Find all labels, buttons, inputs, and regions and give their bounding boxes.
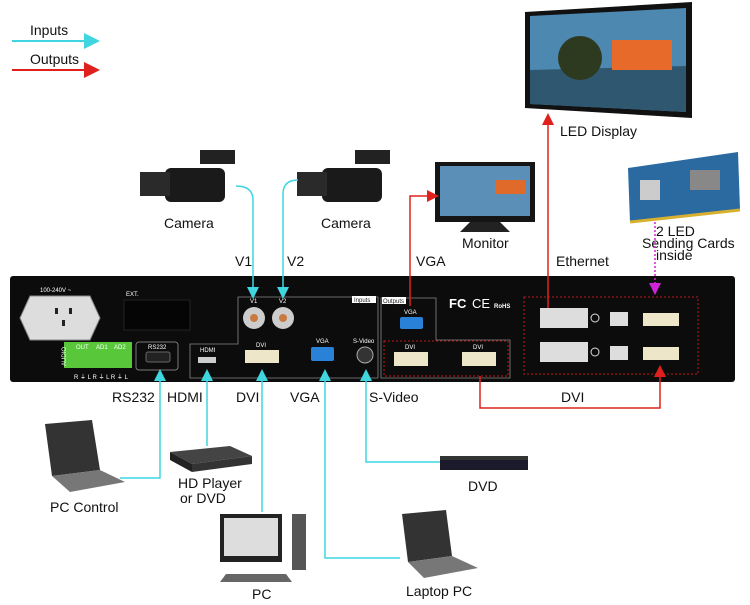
rohs-logo: RoHS [494, 304, 510, 310]
v2-label: V2 [287, 253, 304, 269]
power-label: 100-240V ~ [40, 288, 72, 294]
ethernet-port-1 [540, 308, 588, 328]
dvi-out-label: DVI [561, 389, 584, 405]
dvi-in-label: DVI [236, 389, 259, 405]
rs232-label: RS232 [112, 389, 155, 405]
monitor-label: Monitor [462, 235, 509, 251]
cards-label-2: Sending Cards [642, 235, 735, 251]
dvd-label: DVD [468, 478, 498, 494]
camera-2-label: Camera [321, 215, 371, 231]
v1-port-label: V1 [250, 299, 258, 305]
vga-in-label: VGA [290, 389, 320, 405]
v2-port-label: V2 [279, 299, 287, 305]
vga-out-port [400, 317, 423, 329]
outputs-group-label: Outputs [383, 299, 404, 305]
pc [220, 514, 306, 582]
hdmi-port-label: HDMI [200, 348, 216, 354]
hdmi-port [198, 357, 216, 363]
legend: Inputs Outputs [12, 22, 100, 78]
vga-out-label: VGA [416, 253, 446, 269]
camera-1 [140, 150, 235, 202]
ext-label: EXT. [126, 292, 139, 298]
audio-ad2-label: AD2 [114, 345, 126, 351]
hd-player-label-1: HD Player [178, 475, 242, 491]
pc-label: PC [252, 586, 271, 602]
sending-card [628, 152, 741, 224]
hd-player-label-2: or DVD [180, 490, 226, 506]
legend-outputs: Outputs [30, 51, 79, 67]
legend-inputs: Inputs [30, 22, 68, 38]
pc-control-label: PC Control [50, 499, 118, 515]
dvi-out-port-2 [462, 352, 496, 366]
led-display [525, 2, 692, 118]
out-vga-label: VGA [404, 310, 417, 316]
svideo-port [356, 346, 374, 364]
rs232-port-label: RS232 [148, 345, 167, 351]
out-dvi2-label: DVI [473, 345, 483, 351]
dvd-player [440, 456, 528, 470]
input-lines [120, 179, 440, 559]
svideo-label: S-Video [369, 389, 419, 405]
out-dvi1-label: DVI [405, 345, 415, 351]
led-display-label: LED Display [560, 123, 637, 139]
vga-in-port [311, 347, 334, 361]
ethernet-label: Ethernet [556, 253, 609, 269]
dvi-in-port [245, 350, 279, 363]
ethernet-port-2 [540, 342, 588, 362]
dvi-port-label: DVI [256, 343, 266, 349]
card-dvi-port-2 [643, 347, 679, 360]
audio-pins: R ⏚ L R ⏚ L R ⏚ L [74, 374, 129, 381]
camera-2 [297, 150, 390, 202]
audio-label: AUDIO [62, 347, 68, 366]
hd-player [170, 446, 252, 472]
pc-control-laptop [45, 420, 125, 492]
inputs-group-label: Inputs [354, 298, 370, 304]
hdmi-label: HDMI [167, 389, 203, 405]
audio-out-label: OUT [76, 345, 89, 351]
output-lines [409, 113, 666, 409]
svideo-port-label: S-Video [353, 339, 375, 345]
rs232-port [145, 351, 171, 363]
dvi-out-port-1 [394, 352, 428, 366]
monitor [435, 162, 535, 232]
camera-1-label: Camera [164, 215, 214, 231]
audio-ad1-label: AD1 [96, 345, 108, 351]
fcc-logo: FC [449, 296, 467, 311]
cards-label-3: inside [656, 247, 693, 263]
vga-port-label: VGA [316, 339, 329, 345]
v1-label: V1 [235, 253, 252, 269]
card-dvi-port-1 [643, 313, 679, 326]
laptop-pc [402, 510, 478, 578]
laptop-pc-label: Laptop PC [406, 583, 472, 599]
ce-logo: CE [472, 296, 490, 311]
video-processor-panel: 100-240V ~ EXT. AUDIO OUT AD1 AD2 R ⏚ L … [10, 276, 735, 382]
cards-label-1: 2 LED [656, 223, 695, 239]
